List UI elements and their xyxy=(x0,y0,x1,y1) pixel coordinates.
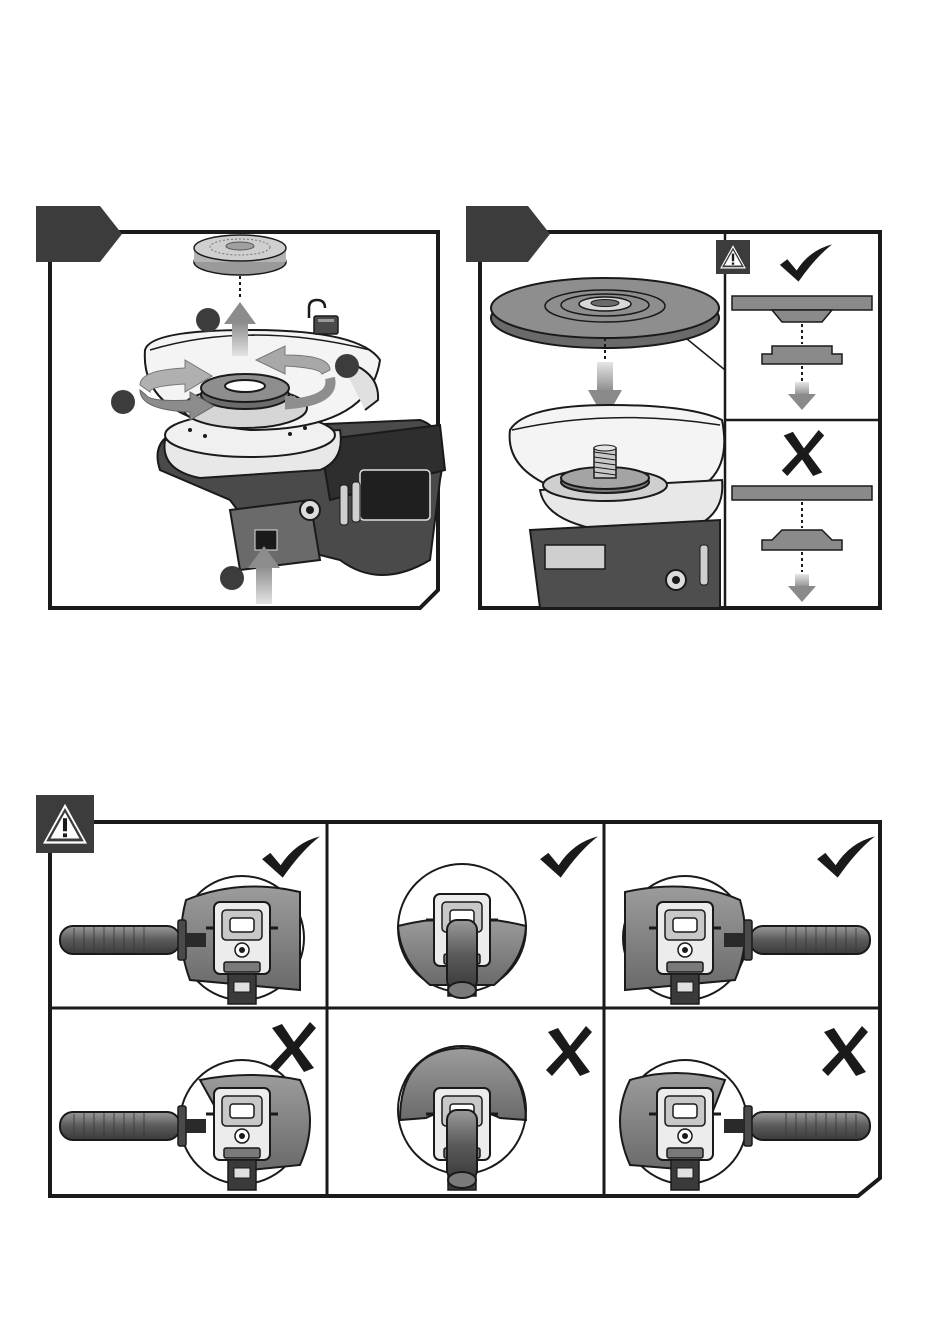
step-marker-2 xyxy=(335,354,359,378)
step-marker-4 xyxy=(220,566,244,590)
figure-2-mount-wheel xyxy=(466,206,880,608)
figure-1-remove-flange-nut xyxy=(36,206,445,608)
step-marker-1 xyxy=(196,308,220,332)
warning-triangle-icon xyxy=(716,240,750,274)
step-marker-3 xyxy=(111,390,135,414)
figure-3-guard-positions xyxy=(36,795,880,1196)
flange-nut-removed xyxy=(194,235,286,275)
warning-triangle-icon xyxy=(36,795,94,853)
cutting-wheel xyxy=(491,278,719,348)
